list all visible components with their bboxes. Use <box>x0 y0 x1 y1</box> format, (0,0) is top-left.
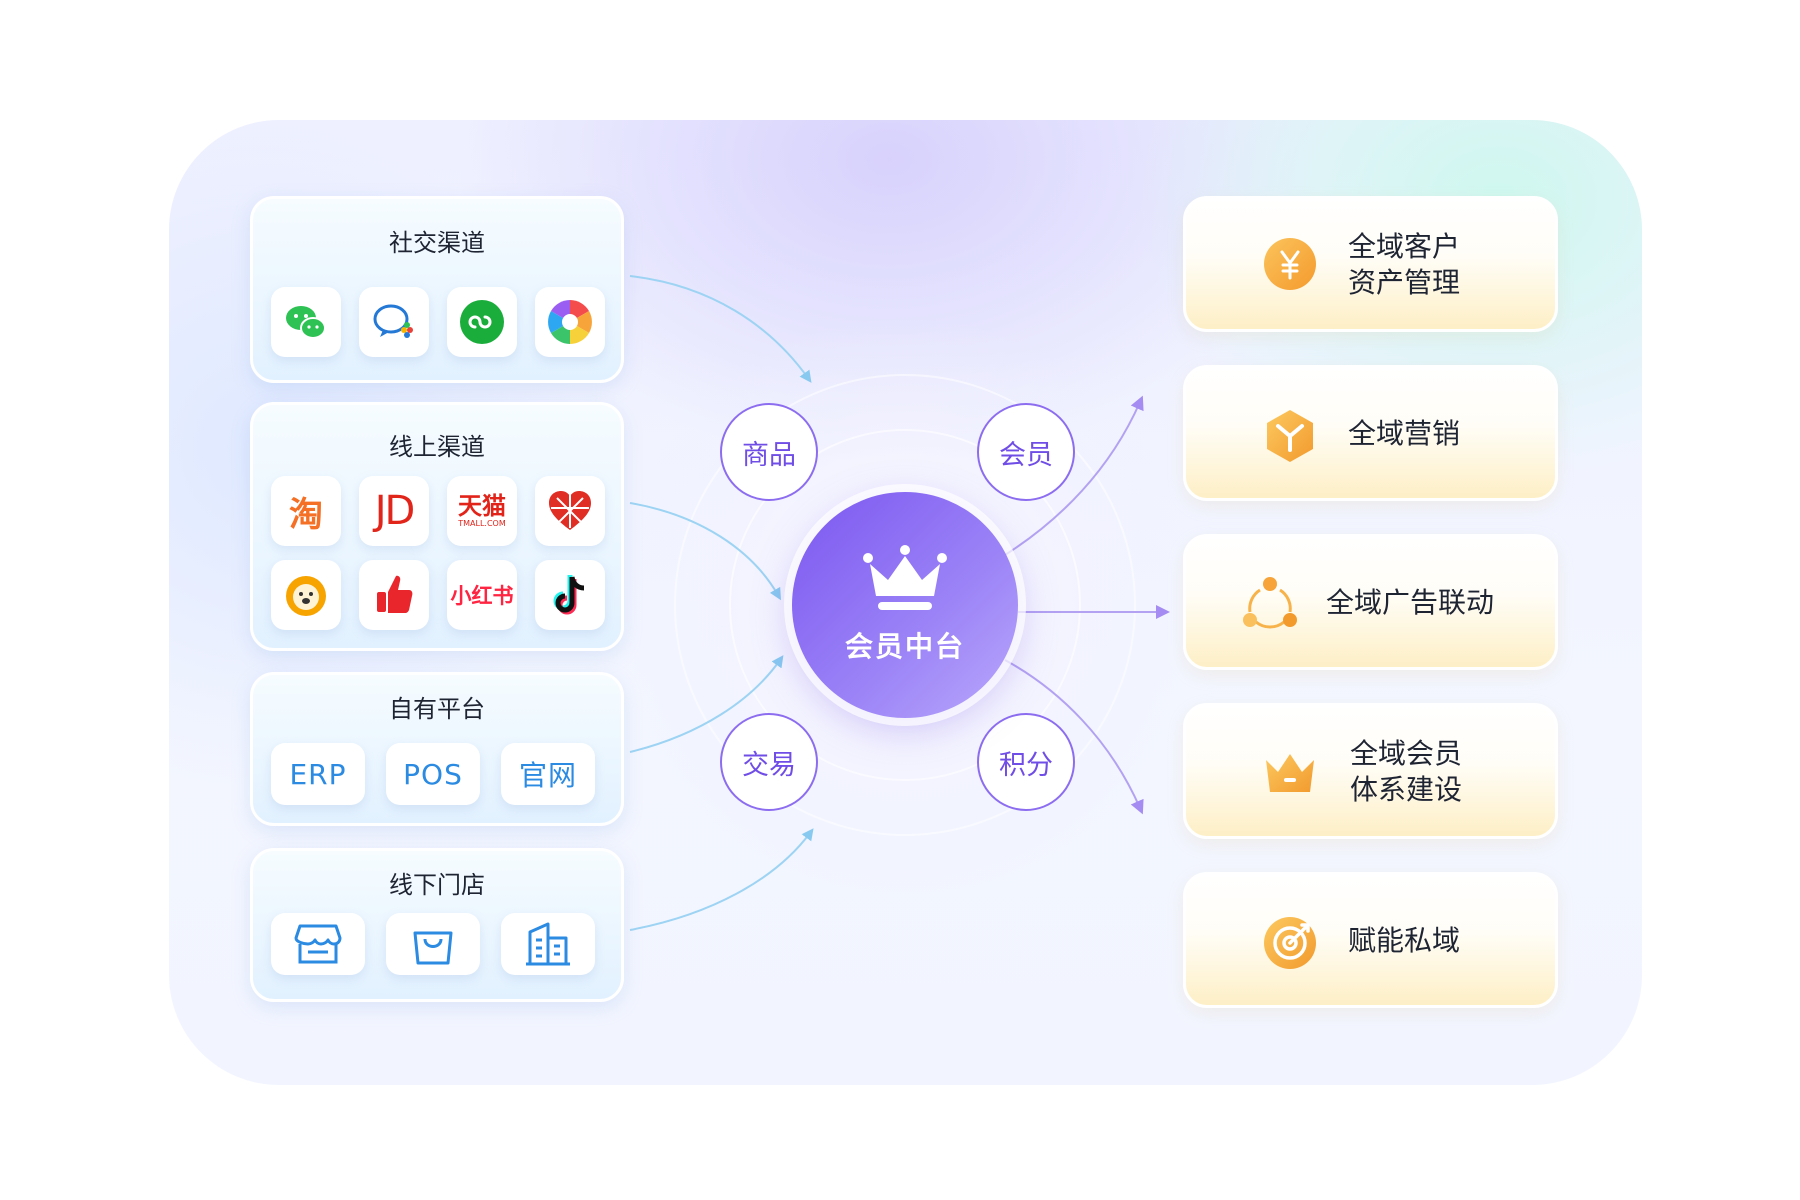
group-title: 线下门店 <box>389 871 485 899</box>
group-online-channels: 线上渠道 淘 JD 天猫 TMALL.COM 小红书 <box>250 402 624 651</box>
node-transactions[interactable]: 交易 <box>720 713 818 811</box>
card-label: 全域会员 体系建设 <box>1350 736 1462 808</box>
tmall-label: 天猫 <box>458 492 506 520</box>
suning-icon[interactable] <box>271 560 341 630</box>
card-omni-marketing[interactable]: 全域营销 <box>1183 365 1558 501</box>
card-label: 赋能私域 <box>1348 924 1461 957</box>
halo-ring-2 <box>729 429 1081 781</box>
tmall-sub-label: TMALL.COM <box>458 519 506 528</box>
wechat-icon[interactable] <box>271 287 341 357</box>
hub-label: 会员中台 <box>844 630 965 663</box>
erp-button[interactable]: ERP <box>271 743 365 805</box>
cube-icon <box>1267 410 1313 462</box>
card-label: 全域客户 资产管理 <box>1348 229 1460 301</box>
arrow-online <box>629 502 782 601</box>
card-label-line2: 资产管理 <box>1348 266 1461 299</box>
group-social-channels: 社交渠道 <box>250 196 624 383</box>
node-points[interactable]: 积分 <box>977 713 1075 811</box>
target-icon <box>1264 917 1316 969</box>
arrow-offline <box>629 828 814 931</box>
pinduoduo-icon[interactable] <box>535 476 605 546</box>
halo-ring-1 <box>674 374 1136 836</box>
wecom-icon[interactable] <box>359 287 429 357</box>
arrow-social <box>629 275 812 383</box>
card-label-line1: 全域客户 <box>1348 230 1461 263</box>
xiaohongshu-icon[interactable]: 小红书 <box>447 560 517 630</box>
shopping-bag-icon[interactable] <box>386 913 480 975</box>
node-members[interactable]: 会员 <box>977 403 1075 501</box>
jd-icon[interactable]: JD <box>359 476 429 546</box>
douyin-icon[interactable] <box>535 560 605 630</box>
node-products[interactable]: 商品 <box>720 403 818 501</box>
card-empower-private-domain[interactable]: 赋能私域 <box>1183 872 1558 1008</box>
member-center-hub[interactable]: 会员中台 <box>792 492 1018 718</box>
arrow-out-bottom <box>1004 659 1144 815</box>
group-title: 自有平台 <box>389 695 485 723</box>
card-member-system[interactable]: 全域会员 体系建设 <box>1183 703 1558 839</box>
arrow-own <box>629 655 784 753</box>
card-label: 全域营销 <box>1348 417 1461 450</box>
card-label-line2: 体系建设 <box>1350 773 1463 806</box>
group-offline-stores: 线下门店 <box>250 848 624 1002</box>
xiaohongshu-label: 小红书 <box>450 584 514 608</box>
arrow-out-top <box>1004 395 1144 556</box>
store-icon[interactable] <box>271 913 365 975</box>
group-own-platforms: 自有平台 ERP POS 官网 <box>250 672 624 826</box>
mini-program-icon[interactable] <box>447 287 517 357</box>
jd-label: JD <box>374 488 416 534</box>
share-cycle-icon <box>1243 577 1297 629</box>
crown-icon <box>1266 754 1314 792</box>
tmall-icon[interactable]: 天猫 TMALL.COM <box>447 476 517 546</box>
group-title: 线上渠道 <box>389 433 485 461</box>
taobao-icon[interactable]: 淘 <box>271 476 341 546</box>
camera-aperture-icon[interactable] <box>535 287 605 357</box>
taobao-label: 淘 <box>289 494 323 535</box>
yuan-coin-icon <box>1264 238 1316 290</box>
building-icon[interactable] <box>501 913 595 975</box>
card-label-line1: 全域会员 <box>1350 737 1463 770</box>
group-title: 社交渠道 <box>389 229 485 257</box>
pos-button[interactable]: POS <box>386 743 480 805</box>
card-label: 全域广告联动 <box>1326 586 1495 619</box>
card-omni-ad-linkage[interactable]: 全域广告联动 <box>1183 534 1558 670</box>
website-button[interactable]: 官网 <box>501 743 595 805</box>
kuaishou-icon[interactable] <box>359 560 429 630</box>
crown-icon <box>863 545 947 610</box>
card-customer-asset-management[interactable]: 全域客户 资产管理 <box>1183 196 1558 332</box>
